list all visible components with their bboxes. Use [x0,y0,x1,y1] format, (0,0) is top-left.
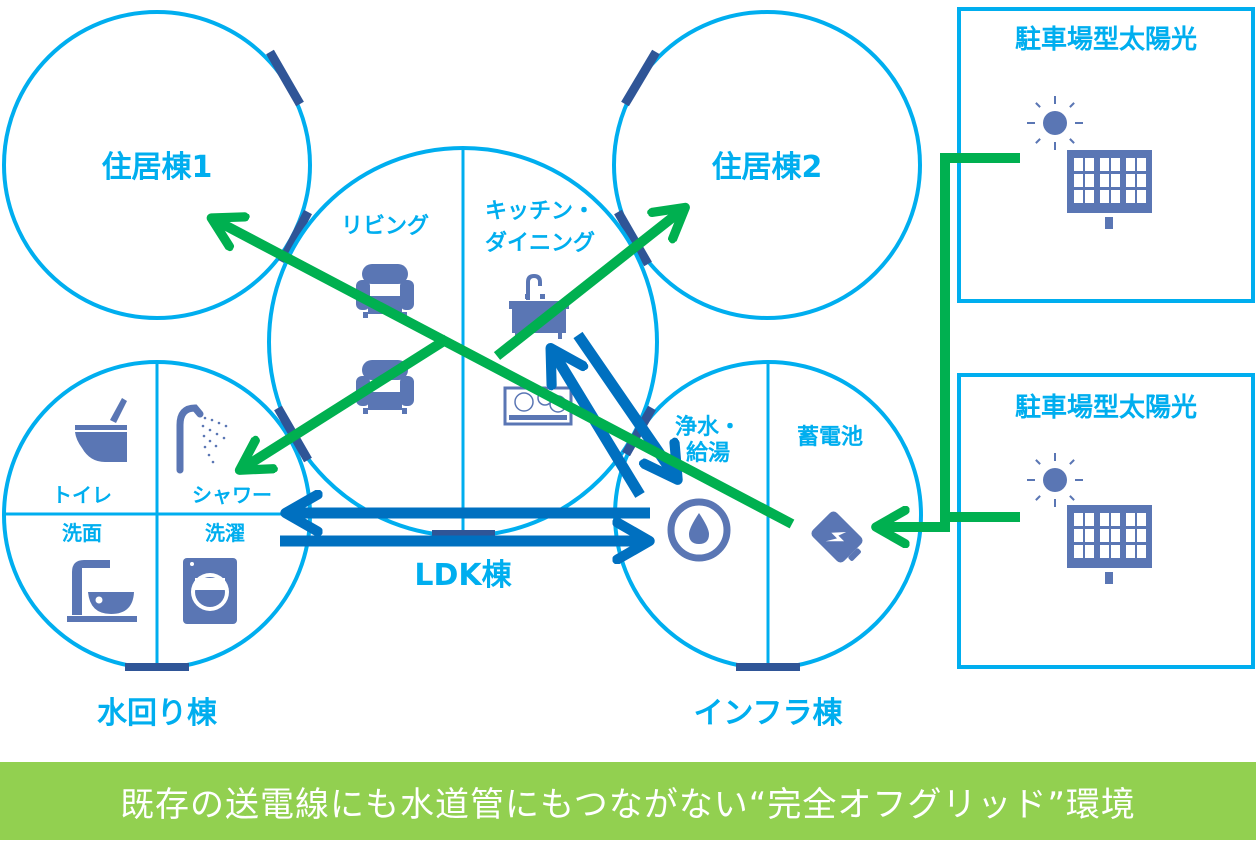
solar-panel-icon [1067,505,1152,584]
residence1-building: 住居棟1 [2,10,312,320]
residence2-outline [612,10,922,320]
solar-cell [1074,545,1083,558]
power-arrow-to-washroom [243,334,450,468]
solar-cell [1111,174,1120,187]
solar-cell [1137,513,1146,526]
room-label-shower: シャワー [192,483,272,507]
solar-cell [1074,513,1083,526]
summary-banner: 既存の送電線にも水道管にもつながない“完全オフグリッド”環境 [0,762,1256,840]
power-flows [215,153,1020,529]
solar-panel-icon [1067,150,1152,229]
power-line-solar-top [880,153,1020,527]
solar-cell [1085,513,1094,526]
infra-building-label: インフラ棟 [693,696,843,731]
solar-cell [1085,545,1094,558]
room-label-toilet: トイレ [52,483,112,507]
washbasin-icon [67,560,137,622]
sun-icon [1027,453,1083,507]
room-label-laundry: 洗濯 [205,521,245,545]
residence2-building: 住居棟2 [612,10,922,320]
solar-cell [1085,190,1094,203]
solar-cell [1100,545,1109,558]
solar-cell [1074,529,1083,542]
power-arrow-to-residence1 [215,220,795,529]
solar-box-label: 駐車場型太陽光 [1015,393,1197,423]
solar-cell [1126,174,1135,187]
solar-cell [1137,190,1146,203]
solar-cell [1126,545,1135,558]
water-building: トイレ シャワー 洗面 洗濯 水回り棟 [2,360,312,731]
solar-cell [1137,158,1146,171]
room-label-kitchen-1: キッチン・ [485,199,595,224]
solar-cell [1137,174,1146,187]
solar-cell [1111,158,1120,171]
solar-box-2: 駐車場型太陽光 [957,373,1255,669]
solar-cell [1126,529,1135,542]
room-label-battery: 蓄電池 [797,425,863,450]
solar-cell [1085,174,1094,187]
door-marker [621,49,660,107]
power-arrow-to-residence2 [493,210,682,360]
solar-cell [1074,174,1083,187]
summary-banner-text: 既存の送電線にも水道管にもつながない“完全オフグリッド”環境 [120,784,1136,825]
solar-cell [1100,190,1109,203]
solar-cell [1137,545,1146,558]
water-building-label: 水回り棟 [97,696,218,731]
solar-box-label: 駐車場型太陽光 [1015,25,1197,55]
room-label-washbasin: 洗面 [62,521,102,545]
solar-cell [1100,529,1109,542]
solar-cell [1100,513,1109,526]
solar-cell [1126,190,1135,203]
door-marker [614,209,652,267]
solar-cell [1126,513,1135,526]
solar-cell [1100,158,1109,171]
solar-cell [1126,158,1135,171]
solar-cell [1111,513,1120,526]
door-marker [266,49,304,107]
shower-icon [176,404,228,474]
solar-cell [1074,158,1083,171]
solar-cell [1111,190,1120,203]
solar-cell [1085,529,1094,542]
battery-icon [811,511,863,563]
solar-cell [1085,158,1094,171]
solar-cell [1111,529,1120,542]
sun-icon [1027,96,1083,150]
residence2-label: 住居棟2 [712,150,823,185]
room-label-living: リビング [341,213,429,239]
solar-cell [1111,545,1120,558]
residence1-label: 住居棟1 [102,150,213,185]
infra-building: 浄水・ 給湯 蓄電池 インフラ棟 [613,360,923,731]
ldk-label: LDK棟 [414,558,512,593]
water-drop-icon [667,498,731,562]
residence1-outline [2,10,312,320]
room-label-water-purify-1: 浄水・ [675,414,741,440]
solar-cell [1074,190,1083,203]
toilet-icon [75,398,127,462]
solar-cell [1137,529,1146,542]
solar-cell [1100,174,1109,187]
washing-machine-icon [183,558,237,624]
room-label-water-purify-2: 給湯 [686,440,730,466]
room-label-kitchen-2: ダイニング [485,230,595,256]
water-flows [280,331,675,541]
